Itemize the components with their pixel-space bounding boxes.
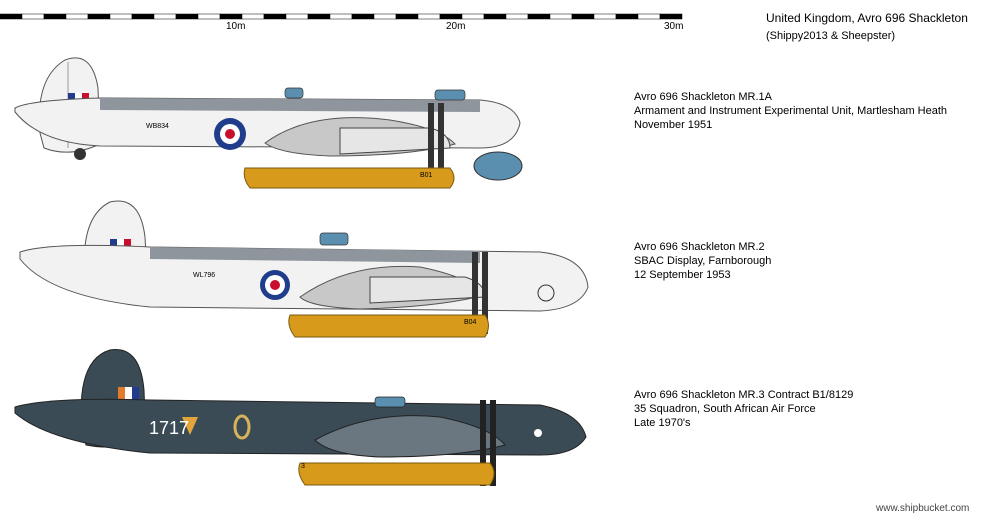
scale-segment — [241, 13, 265, 20]
scale-segment — [131, 13, 155, 20]
scale-segment — [43, 13, 67, 20]
scale-segment — [109, 13, 133, 20]
scale-segment — [483, 13, 507, 20]
scale-segment — [175, 13, 199, 20]
scale-segment — [571, 13, 595, 20]
caption-mr2-type: Avro 696 Shackleton MR.2 — [634, 241, 765, 253]
code-mr2: B04 — [464, 319, 477, 326]
serial-mr3: 1717 — [149, 418, 190, 438]
caption-mr3-unit: 35 Squadron, South African Air Force — [634, 403, 816, 415]
sheet-title: United Kingdom, Avro 696 Shackleton — [766, 11, 968, 25]
footer-site: www.shipbucket.com — [876, 503, 970, 514]
aircraft-drawing-mr3 — [14, 349, 587, 486]
aircraft-profile-mr3 — [10, 345, 595, 495]
scale-label-20m: 20m — [446, 21, 466, 32]
scale-segment — [439, 13, 463, 20]
scale-segment — [263, 13, 287, 20]
caption-mr1a-date: November 1951 — [634, 119, 713, 131]
scale-segment — [153, 13, 177, 20]
scale-bar-graphic — [0, 13, 683, 20]
scale-segment — [417, 13, 441, 20]
scale-segment — [21, 13, 45, 20]
scale-segment — [307, 13, 331, 20]
caption-mr3-type: Avro 696 Shackleton MR.3 Contract B1/812… — [634, 389, 854, 401]
scale-segment — [197, 13, 221, 20]
scale-segment — [461, 13, 485, 20]
scale-segment — [615, 13, 639, 20]
scale-segment — [527, 13, 551, 20]
scale-segment — [373, 13, 397, 20]
scale-segment — [593, 13, 617, 20]
aircraft-profile-mr1a — [10, 48, 530, 193]
serial-mr2: WL796 — [193, 272, 216, 279]
scale-segment — [285, 13, 309, 20]
code-mr1a: B01 — [420, 172, 433, 179]
scale-segment — [65, 13, 89, 20]
scale-segment — [87, 13, 111, 20]
scale-segment — [659, 13, 683, 20]
caption-mr1a-unit: Armament and Instrument Experimental Uni… — [634, 105, 948, 117]
scale-segment — [505, 13, 529, 20]
aircraft-drawing-mr1a — [14, 57, 523, 189]
scale-segment — [329, 13, 353, 20]
scale-label-10m: 10m — [226, 21, 246, 32]
aircraft-drawing-mr2 — [19, 200, 589, 338]
scale-segment — [549, 13, 573, 20]
caption-mr2-unit: SBAC Display, Farnborough — [634, 255, 772, 267]
caption-mr1a-type: Avro 696 Shackleton MR.1A — [634, 91, 772, 103]
scale-segment — [0, 13, 23, 20]
sheet-credit: (Shippy2013 & Sheepster) — [766, 30, 896, 42]
code-mr3: 3 — [301, 463, 305, 470]
caption-mr3-date: Late 1970's — [634, 417, 691, 429]
scale-segment — [395, 13, 419, 20]
caption-mr2-date: 12 September 1953 — [634, 269, 731, 281]
scale-bar — [0, 13, 683, 20]
scale-segment — [219, 13, 243, 20]
scale-label-30m: 30m — [664, 21, 684, 32]
aircraft-profile-mr2 — [10, 197, 610, 342]
scale-segment — [637, 13, 661, 20]
serial-mr1a: WB834 — [146, 123, 169, 130]
scale-segment — [351, 13, 375, 20]
